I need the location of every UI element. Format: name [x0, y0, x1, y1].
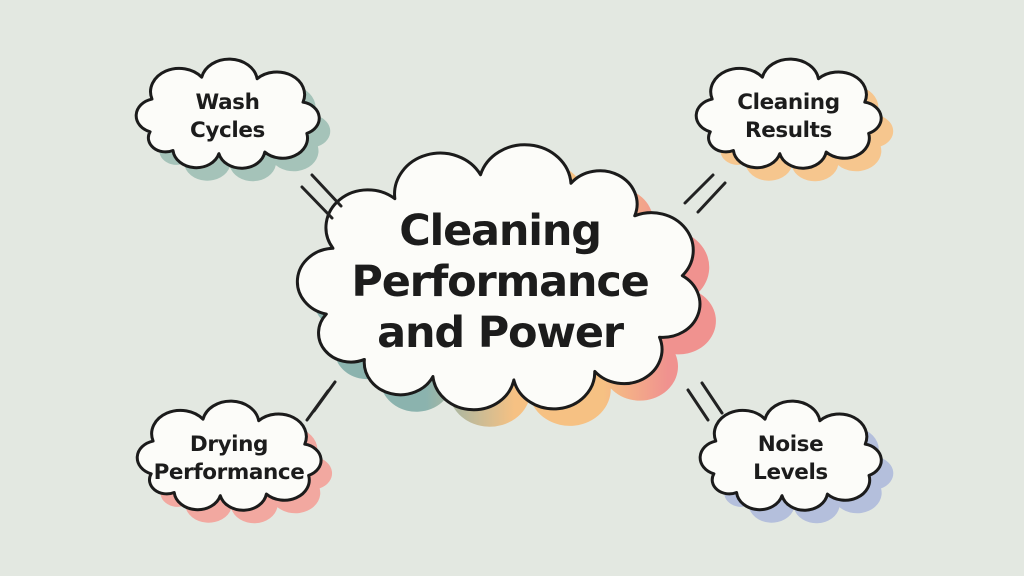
noise-levels-node: [698, 399, 894, 524]
connector-wash-cycles-to-center: [300, 173, 343, 220]
cleaning-results-node: [694, 57, 894, 182]
connector-drying-performance-to-center: [305, 380, 337, 422]
center-node: [295, 143, 716, 427]
wash-cycles-node: [134, 57, 331, 182]
cleaning-results-cloud: [694, 57, 883, 170]
connector-cleaning-results-to-center: [683, 173, 727, 214]
drying-performance-node: [135, 399, 333, 524]
wash-cycles-cloud: [134, 57, 321, 170]
drying-performance-cloud: [135, 399, 323, 512]
noise-levels-cloud: [698, 399, 883, 512]
connector-noise-levels-to-center: [686, 381, 724, 422]
